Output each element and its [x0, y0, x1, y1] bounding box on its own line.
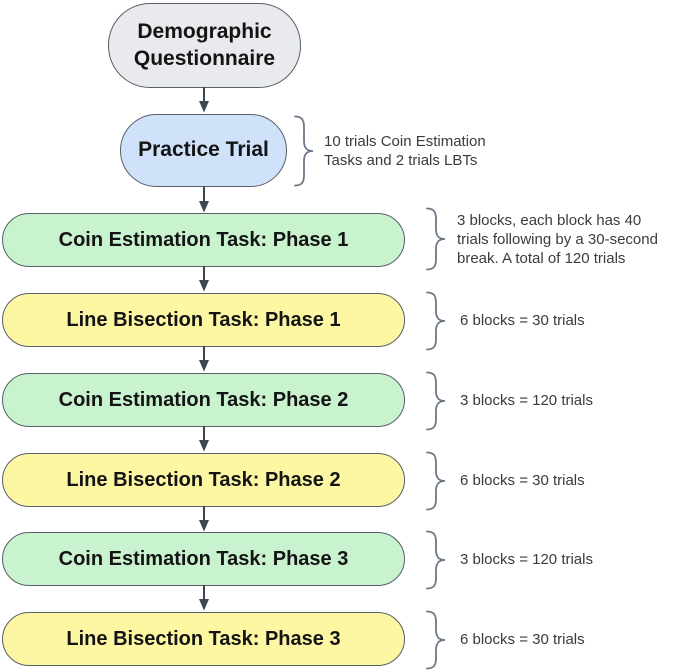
- node-coin-estimation-task-phase-1: Coin Estimation Task: Phase 1: [2, 213, 405, 267]
- node-demographic-questionnaire: Demographic Questionnaire: [108, 3, 301, 88]
- node-line-bisection-task-phase-1: Line Bisection Task: Phase 1: [2, 293, 405, 347]
- curly-brace-icon: [426, 371, 446, 431]
- annotation-coin-estimation-phase-1: 3 blocks, each block has 40 trials follo…: [457, 212, 658, 267]
- annotation-coin-estimation-phase-3: 3 blocks = 120 trials: [460, 551, 593, 568]
- flow-arrow-icon: [199, 266, 209, 292]
- flow-arrow-icon: [199, 346, 209, 372]
- annotation-coin-estimation-phase-2: 3 blocks = 120 trials: [460, 392, 593, 409]
- annotation-line-bisection-phase-2: 6 blocks = 30 trials: [460, 472, 585, 489]
- curly-brace-icon: [426, 530, 446, 590]
- curly-brace-icon: [426, 291, 446, 351]
- flow-arrow-icon: [199, 187, 209, 213]
- flow-arrow-icon: [199, 426, 209, 452]
- curly-brace-icon: [426, 207, 446, 271]
- annotation-line-bisection-phase-3: 6 blocks = 30 trials: [460, 631, 585, 648]
- node-coin-estimation-task-phase-3: Coin Estimation Task: Phase 3: [2, 532, 405, 586]
- node-coin-estimation-task-phase-2: Coin Estimation Task: Phase 2: [2, 373, 405, 427]
- annotation-line-bisection-phase-1: 6 blocks = 30 trials: [460, 312, 585, 329]
- node-line-bisection-task-phase-3: Line Bisection Task: Phase 3: [2, 612, 405, 666]
- curly-brace-icon: [426, 451, 446, 511]
- annotation-practice-trial: 10 trials Coin Estimation Tasks and 2 tr…: [324, 133, 486, 169]
- node-practice-trial: Practice Trial: [120, 114, 287, 187]
- node-line-bisection-task-phase-2: Line Bisection Task: Phase 2: [2, 453, 405, 507]
- flow-arrow-icon: [199, 585, 209, 611]
- curly-brace-icon: [426, 610, 446, 670]
- flow-arrow-icon: [199, 506, 209, 532]
- curly-brace-icon: [294, 115, 314, 187]
- flow-arrow-icon: [199, 87, 209, 113]
